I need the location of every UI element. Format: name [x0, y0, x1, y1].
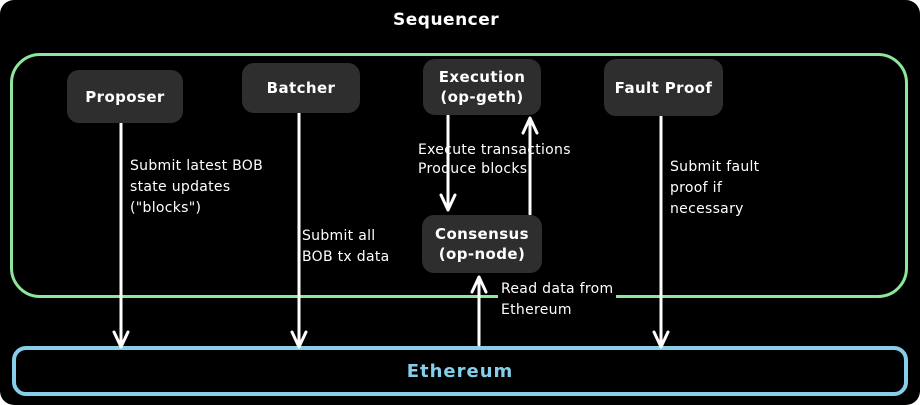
ethereum-label: Ethereum [406, 360, 514, 382]
node-batcher: Batcher [242, 63, 360, 113]
node-consensus-op-node: Consensus (op-node) [422, 215, 542, 273]
sequencer-title: Sequencer [393, 10, 500, 30]
edge-label-submit-state-updates: Submit latest BOB state updates ("blocks… [130, 158, 264, 216]
edge-label-execute-transactions: Execute transactions Produce blocks [418, 142, 571, 177]
node-fault-proof: Fault Proof [604, 59, 723, 116]
edge-label-submit-fault-proof: Submit fault proof if necessary [670, 159, 760, 217]
node-execution-op-geth: Execution (op-geth) [423, 59, 541, 115]
edge-label-submit-tx-data: Submit all BOB tx data [302, 228, 390, 265]
sequencer-container-box [10, 53, 908, 298]
node-proposer: Proposer [67, 70, 183, 123]
node-ethereum: Ethereum [12, 346, 908, 396]
edge-label-read-data-from-ethereum: Read data from Ethereum [498, 279, 617, 321]
